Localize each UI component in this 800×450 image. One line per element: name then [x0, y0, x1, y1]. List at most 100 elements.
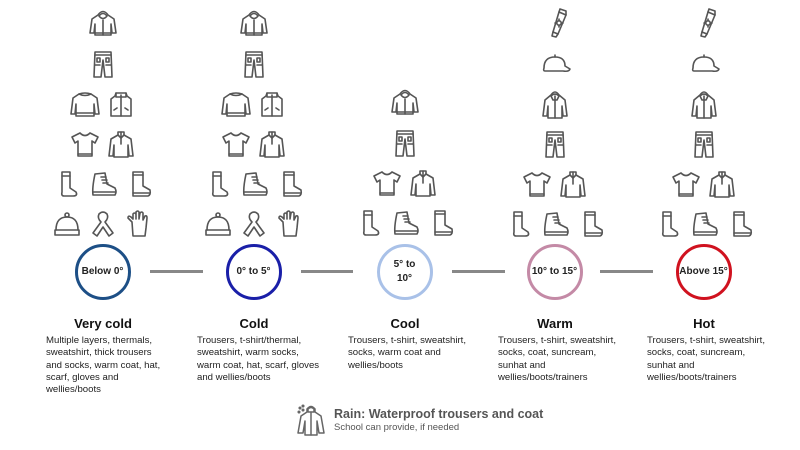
- scarf-icon: [238, 208, 270, 240]
- band-description: Trousers, t-shirt/thermal, sweatshirt, w…: [197, 335, 320, 383]
- trousers-icon: [688, 128, 720, 160]
- icon-row: [330, 85, 480, 117]
- icon-row: [179, 168, 329, 200]
- trousers-icon: [238, 48, 270, 80]
- rain-subtitle: School can provide, if needed: [334, 422, 460, 433]
- icon-row: [480, 6, 630, 38]
- rain-coat-icon: [296, 403, 326, 437]
- trousers-icon: [87, 48, 119, 80]
- icon-row: [28, 48, 178, 80]
- trousers-icon: [539, 128, 571, 160]
- cap-icon: [688, 48, 720, 80]
- clothing-icons: [179, 0, 329, 240]
- icon-row: [629, 168, 779, 200]
- band-description: Trousers, t-shirt, sweatshirt, socks, wa…: [348, 335, 466, 371]
- icon-row: [179, 128, 329, 160]
- band-description: Trousers, t-shirt, sweatshirt, socks, co…: [498, 335, 616, 383]
- gilet-icon: [256, 88, 288, 120]
- band-description: Trousers, t-shirt, sweatshirt, socks, co…: [647, 335, 765, 383]
- welly-icon: [274, 168, 306, 200]
- clothing-icons: [330, 0, 480, 240]
- temperature-range-badge: Below 0°: [74, 244, 131, 300]
- fleece-icon: [706, 168, 738, 200]
- temperature-range-badge: 0° to 5°: [225, 244, 282, 300]
- fleece-icon: [407, 167, 439, 199]
- t-shirt-icon: [521, 168, 553, 200]
- connector-line: [301, 270, 353, 273]
- gilet-icon: [105, 88, 137, 120]
- icon-row: [179, 6, 329, 38]
- temperature-range-badge: 10° to 15°: [526, 244, 583, 300]
- icon-row: [179, 48, 329, 80]
- glove-icon: [274, 208, 306, 240]
- icon-row: [629, 48, 779, 80]
- boot-icon: [238, 168, 270, 200]
- icon-row: [629, 88, 779, 120]
- icon-row: [28, 6, 178, 38]
- hoodie-icon: [238, 6, 270, 38]
- band-title: Cool: [390, 316, 420, 331]
- beanie-icon: [202, 208, 234, 240]
- welly-icon: [123, 168, 155, 200]
- icon-row: [629, 208, 779, 240]
- icon-row: [330, 167, 480, 199]
- sock-icon: [353, 207, 385, 239]
- icon-row: [330, 207, 480, 239]
- hoodie-icon: [389, 85, 421, 117]
- icon-row: [480, 88, 630, 120]
- beanie-icon: [51, 208, 83, 240]
- t-shirt-icon: [371, 167, 403, 199]
- sock-icon: [202, 168, 234, 200]
- icon-row: [179, 88, 329, 120]
- band-description: Multiple layers, thermals, sweatshirt, t…: [46, 335, 161, 396]
- icon-row: [28, 208, 178, 240]
- sweatshirt-icon: [220, 88, 252, 120]
- icon-row: [480, 128, 630, 160]
- band-title: Very cold: [74, 316, 132, 331]
- connector-line: [452, 270, 505, 273]
- welly-icon: [724, 208, 756, 240]
- boot-icon: [539, 208, 571, 240]
- boot-icon: [87, 168, 119, 200]
- clothing-icons: [28, 0, 178, 240]
- sock-icon: [503, 208, 535, 240]
- clothing-icons: [480, 0, 630, 240]
- boot-icon: [389, 207, 421, 239]
- fleece-icon: [256, 128, 288, 160]
- glove-icon: [123, 208, 155, 240]
- t-shirt-icon: [69, 128, 101, 160]
- rain-title: Rain: Waterproof trousers and coat: [334, 407, 544, 421]
- icon-row: [28, 128, 178, 160]
- suncream-icon: [688, 6, 720, 38]
- sock-icon: [652, 208, 684, 240]
- t-shirt-icon: [220, 128, 252, 160]
- band-title: Hot: [693, 316, 715, 331]
- trousers-icon: [389, 127, 421, 159]
- hoodie-icon: [87, 6, 119, 38]
- boot-icon: [688, 208, 720, 240]
- icon-row: [480, 208, 630, 240]
- icon-row: [480, 168, 630, 200]
- clothing-icons: [629, 0, 779, 240]
- icon-row: [330, 127, 480, 159]
- band-title: Warm: [537, 316, 573, 331]
- raincoat-icon: [688, 88, 720, 120]
- sweatshirt-icon: [69, 88, 101, 120]
- scarf-icon: [87, 208, 119, 240]
- fleece-icon: [557, 168, 589, 200]
- welly-icon: [425, 207, 457, 239]
- rain-note: Rain: Waterproof trousers and coat Schoo…: [296, 403, 543, 437]
- cap-icon: [539, 48, 571, 80]
- icon-row: [480, 48, 630, 80]
- icon-row: [629, 6, 779, 38]
- icon-row: [629, 128, 779, 160]
- icon-row: [28, 88, 178, 120]
- raincoat-icon: [539, 88, 571, 120]
- connector-line: [600, 270, 653, 273]
- welly-icon: [575, 208, 607, 240]
- t-shirt-icon: [670, 168, 702, 200]
- temperature-range-badge: 5° to 10°: [376, 244, 433, 300]
- connector-line: [150, 270, 203, 273]
- temperature-range-badge: Above 15°: [675, 244, 732, 300]
- sock-icon: [51, 168, 83, 200]
